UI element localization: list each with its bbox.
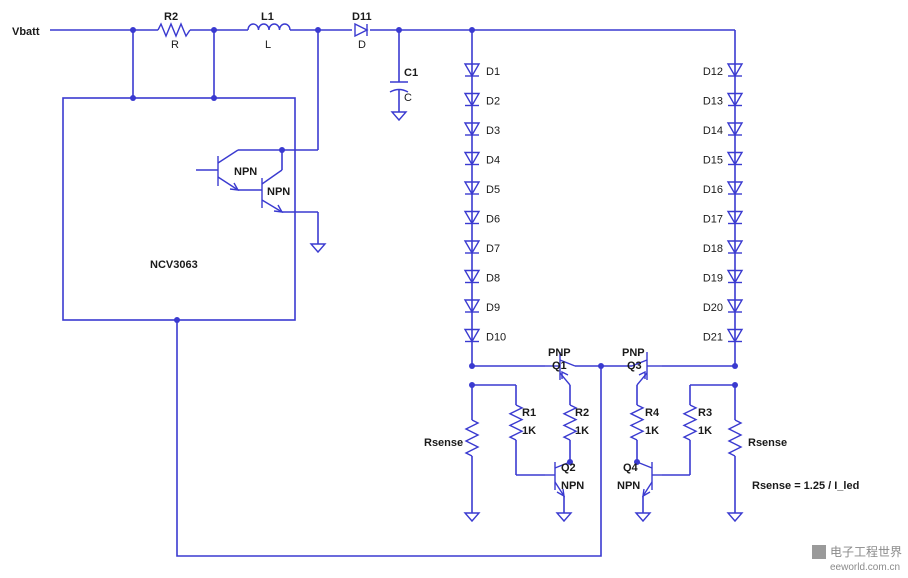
ic-name-label: NCV3063 [150, 259, 198, 271]
left-led-label: D4 [486, 155, 500, 167]
left-led-1: D1 [463, 63, 500, 78]
ground-right-rsense [726, 512, 744, 523]
left-led-3: D3 [463, 122, 500, 137]
rsense-left-symbol [464, 419, 480, 457]
q2-type-label: NPN [561, 480, 584, 492]
q2-ref-label: Q2 [561, 462, 576, 474]
c1-ref-label: C1 [404, 67, 418, 79]
npn-label-a: NPN [234, 166, 257, 178]
left-led-label: D8 [486, 273, 500, 285]
q3-type-label: PNP [622, 347, 645, 359]
d11-ref-label: D11 [352, 11, 372, 23]
l1-ref-label: L1 [261, 11, 274, 23]
l1-value-label: L [265, 39, 271, 51]
r2b-resistor-symbol [562, 404, 578, 441]
right-led-label: D18 [703, 243, 723, 255]
d11-diode-symbol [354, 22, 369, 38]
left-led-label: D6 [486, 214, 500, 226]
q3-pnp-transistor [631, 352, 662, 386]
l1-inductor-symbol [247, 23, 291, 31]
rsense-resistors [464, 419, 743, 457]
c1-capacitor-symbol [389, 30, 409, 122]
q4-type-label: NPN [617, 480, 640, 492]
r4-value-label: 1K [645, 425, 659, 437]
right-led-label: D16 [703, 184, 723, 196]
left-led-label: D1 [486, 66, 500, 78]
r3-value-label: 1K [698, 425, 712, 437]
right-led-10: D21 [703, 328, 744, 344]
eeworld-watermark: 电子工程世界 eeworld.com.cn [812, 544, 902, 573]
left-led-8: D8 [463, 269, 500, 285]
watermark-brand: 电子工程世界 [830, 544, 902, 559]
c1-value-label: C [404, 92, 412, 104]
rsense-left-label: Rsense [424, 437, 463, 449]
watermark-url: eeworld.com.cn [830, 562, 900, 573]
left-led-6: D6 [463, 210, 500, 226]
npn-label-b: NPN [267, 186, 290, 198]
right-led-2: D13 [703, 92, 744, 108]
feedback-wire [176, 320, 602, 557]
left-led-label: D7 [486, 243, 500, 255]
q1-pnp-transistor [545, 352, 576, 386]
ncv3063-ic-outline [62, 97, 296, 321]
right-led-1: D12 [703, 63, 744, 78]
darlington-npn-pair [196, 147, 327, 254]
r3-resistor-symbol [682, 404, 698, 441]
left-led-9: D9 [463, 299, 500, 314]
left-led-label: D2 [486, 96, 500, 108]
left-led-label: D10 [486, 332, 506, 344]
vbatt-label: Vbatt [12, 26, 40, 38]
left-led-5: D5 [463, 181, 500, 196]
right-led-label: D13 [703, 96, 723, 108]
rsense-right-label: Rsense [748, 437, 787, 449]
q3-ref-label: Q3 [627, 360, 642, 372]
ground-left-rsense [463, 512, 481, 523]
right-led-7: D18 [703, 240, 744, 255]
r2b-value-label: 1K [575, 425, 589, 437]
q1-ref-label: Q1 [552, 360, 567, 372]
left-led-label: D5 [486, 184, 500, 196]
r3-ref-label: R3 [698, 407, 712, 419]
left-led-10: D10 [463, 328, 506, 344]
right-led-9: D20 [703, 299, 744, 314]
left-led-label: D3 [486, 125, 500, 137]
r2-resistor-symbol [157, 22, 191, 38]
left-led-2: D2 [463, 92, 500, 108]
r1-ref-label: R1 [522, 407, 536, 419]
left-led-7: D7 [463, 240, 500, 255]
r2-ref-label: R2 [164, 11, 178, 23]
r1-resistor-symbol [508, 404, 524, 441]
q2-npn-transistor [545, 461, 573, 523]
rsense-formula: Rsense = 1.25 / I_led [752, 480, 859, 492]
right-led-label: D21 [703, 332, 723, 344]
right-led-8: D19 [703, 269, 744, 285]
right-led-label: D20 [703, 302, 723, 314]
r2b-ref-label: R2 [575, 407, 589, 419]
rsense-right-symbol [727, 419, 743, 457]
r4-ref-label: R4 [645, 407, 660, 419]
1k-resistors [508, 404, 698, 441]
d11-value-label: D [358, 39, 366, 51]
q4-ref-label: Q4 [623, 462, 639, 474]
right-led-label: D14 [703, 125, 723, 137]
watermark-logo-icon [812, 545, 826, 559]
left-led-label: D9 [486, 302, 500, 314]
left-led-4: D4 [463, 151, 500, 167]
right-led-label: D17 [703, 214, 723, 226]
right-led-4: D15 [703, 151, 744, 167]
r2-value-label: R [171, 39, 179, 51]
right-led-label: D12 [703, 66, 723, 78]
right-led-5: D16 [703, 181, 744, 196]
r4-resistor-symbol [629, 404, 645, 441]
right-led-label: D19 [703, 273, 723, 285]
right-led-label: D15 [703, 155, 723, 167]
r1-value-label: 1K [522, 425, 536, 437]
right-led-6: D17 [703, 210, 744, 226]
q4-npn-transistor [634, 461, 662, 523]
q1-type-label: PNP [548, 347, 571, 359]
right-led-3: D14 [703, 122, 744, 137]
